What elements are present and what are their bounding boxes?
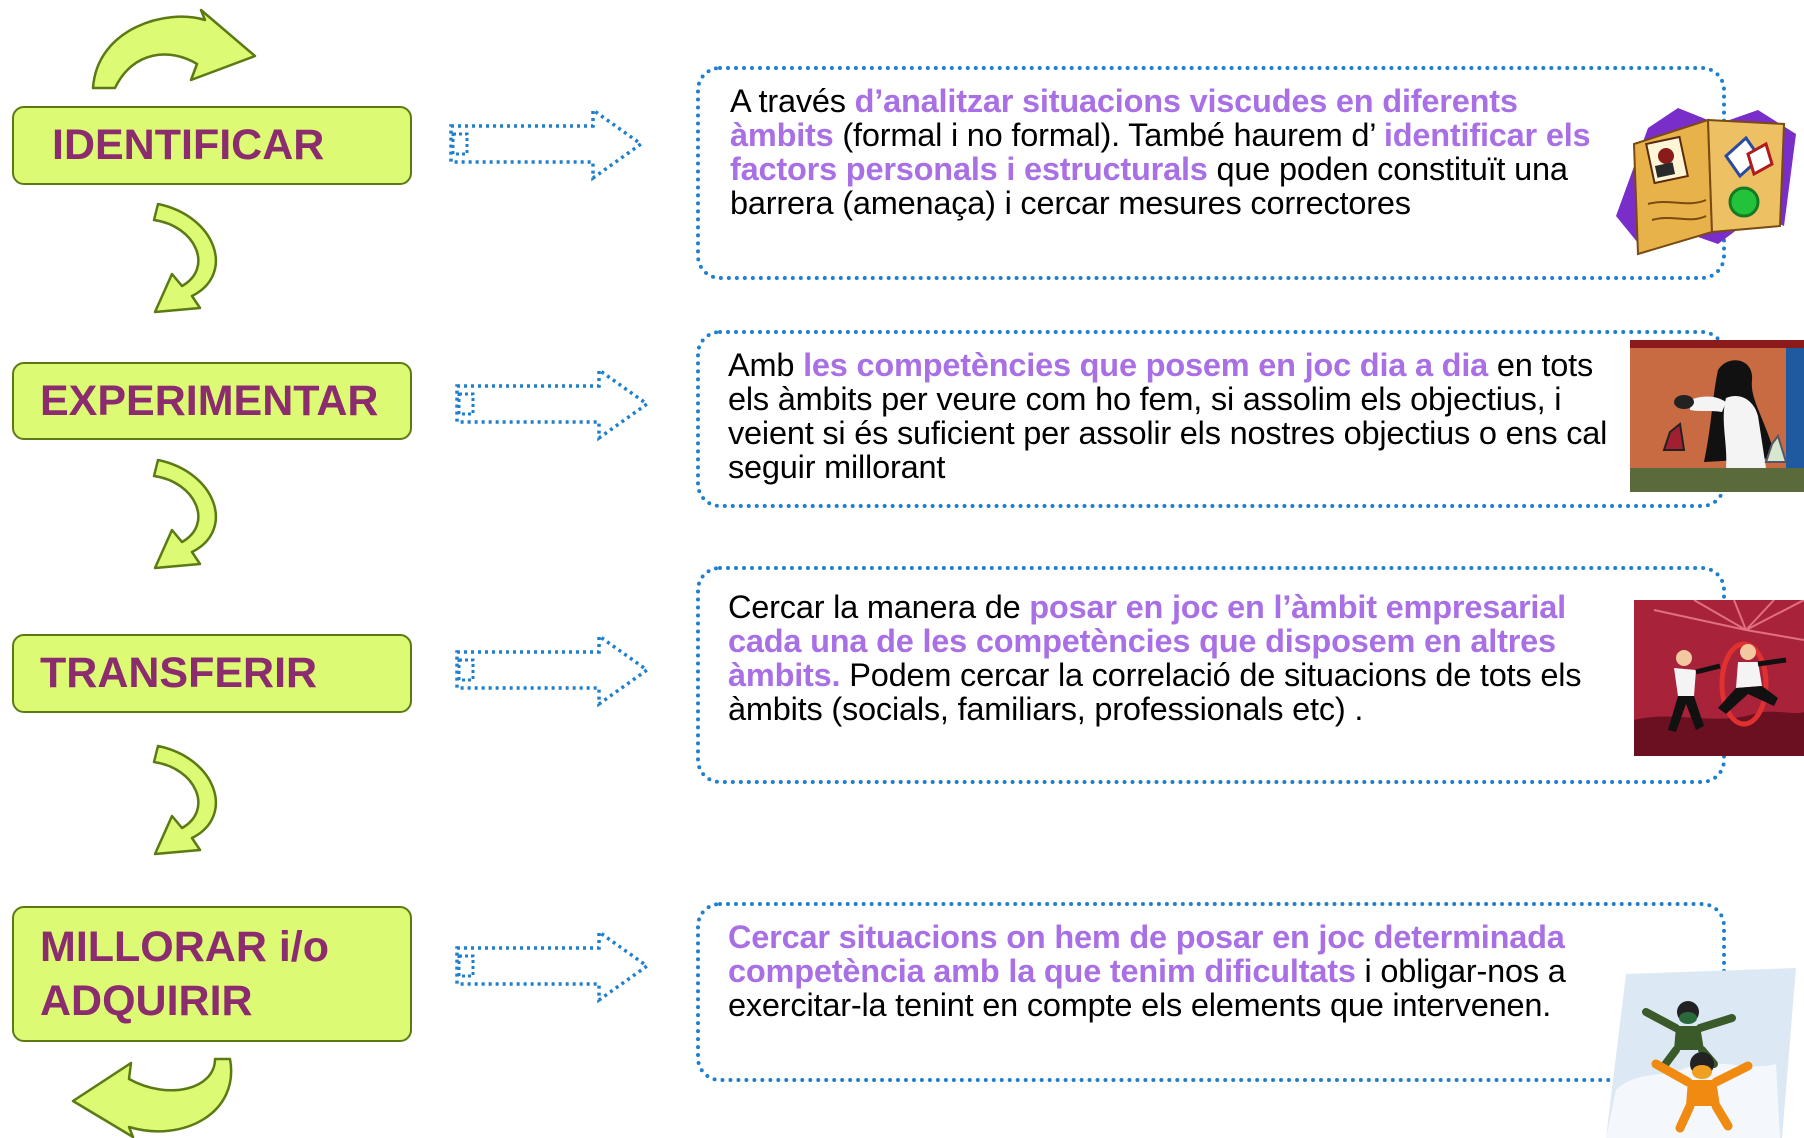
step-label: IDENTIFICAR [52,121,325,169]
dotted-right-arrow-icon [442,630,664,710]
loop-arrow-bottom [71,1057,233,1138]
curved-arrow-icon [91,8,257,90]
skydivers-clipart-icon [1606,968,1796,1138]
step-label: EXPERIMENTAR [40,376,379,425]
step-millorar-adquirir: MILLORAR i/o ADQUIRIR [12,906,412,1042]
step-experimentar: EXPERIMENTAR [12,362,412,440]
step-transferir: TRANSFERIR [12,634,412,713]
dotted-right-arrow-icon [442,926,664,1006]
description-identificar: A través d’analitzar situacions viscudes… [730,83,1591,221]
scientists-clipart-icon [1630,340,1804,492]
step-label-line1: MILLORAR i/o [40,923,330,971]
step-label-line2: ADQUIRIR [40,977,253,1025]
book-clipart-icon [1616,108,1796,256]
down-arrow-1 [150,198,230,338]
down-arrow-3 [150,740,230,880]
skydiver-2 [1651,1052,1753,1133]
description-transferir: Cercar la manera de posar en joc en l’àm… [728,589,1582,727]
description-millorar: Cercar situacions on hem de posar en joc… [728,919,1566,1023]
dotted-right-arrow-icon [442,104,652,184]
step-label: TRANSFERIR [40,649,318,697]
dotted-right-arrow-icon [442,364,664,444]
curved-arrow-icon [71,1057,233,1138]
business-leap-clipart-icon [1634,600,1804,756]
down-arrow-2 [150,454,230,594]
loop-arrow-top [91,8,257,90]
description-experimentar: Amb les competències que posem en joc di… [728,347,1608,485]
step-identificar: IDENTIFICAR [12,106,412,185]
